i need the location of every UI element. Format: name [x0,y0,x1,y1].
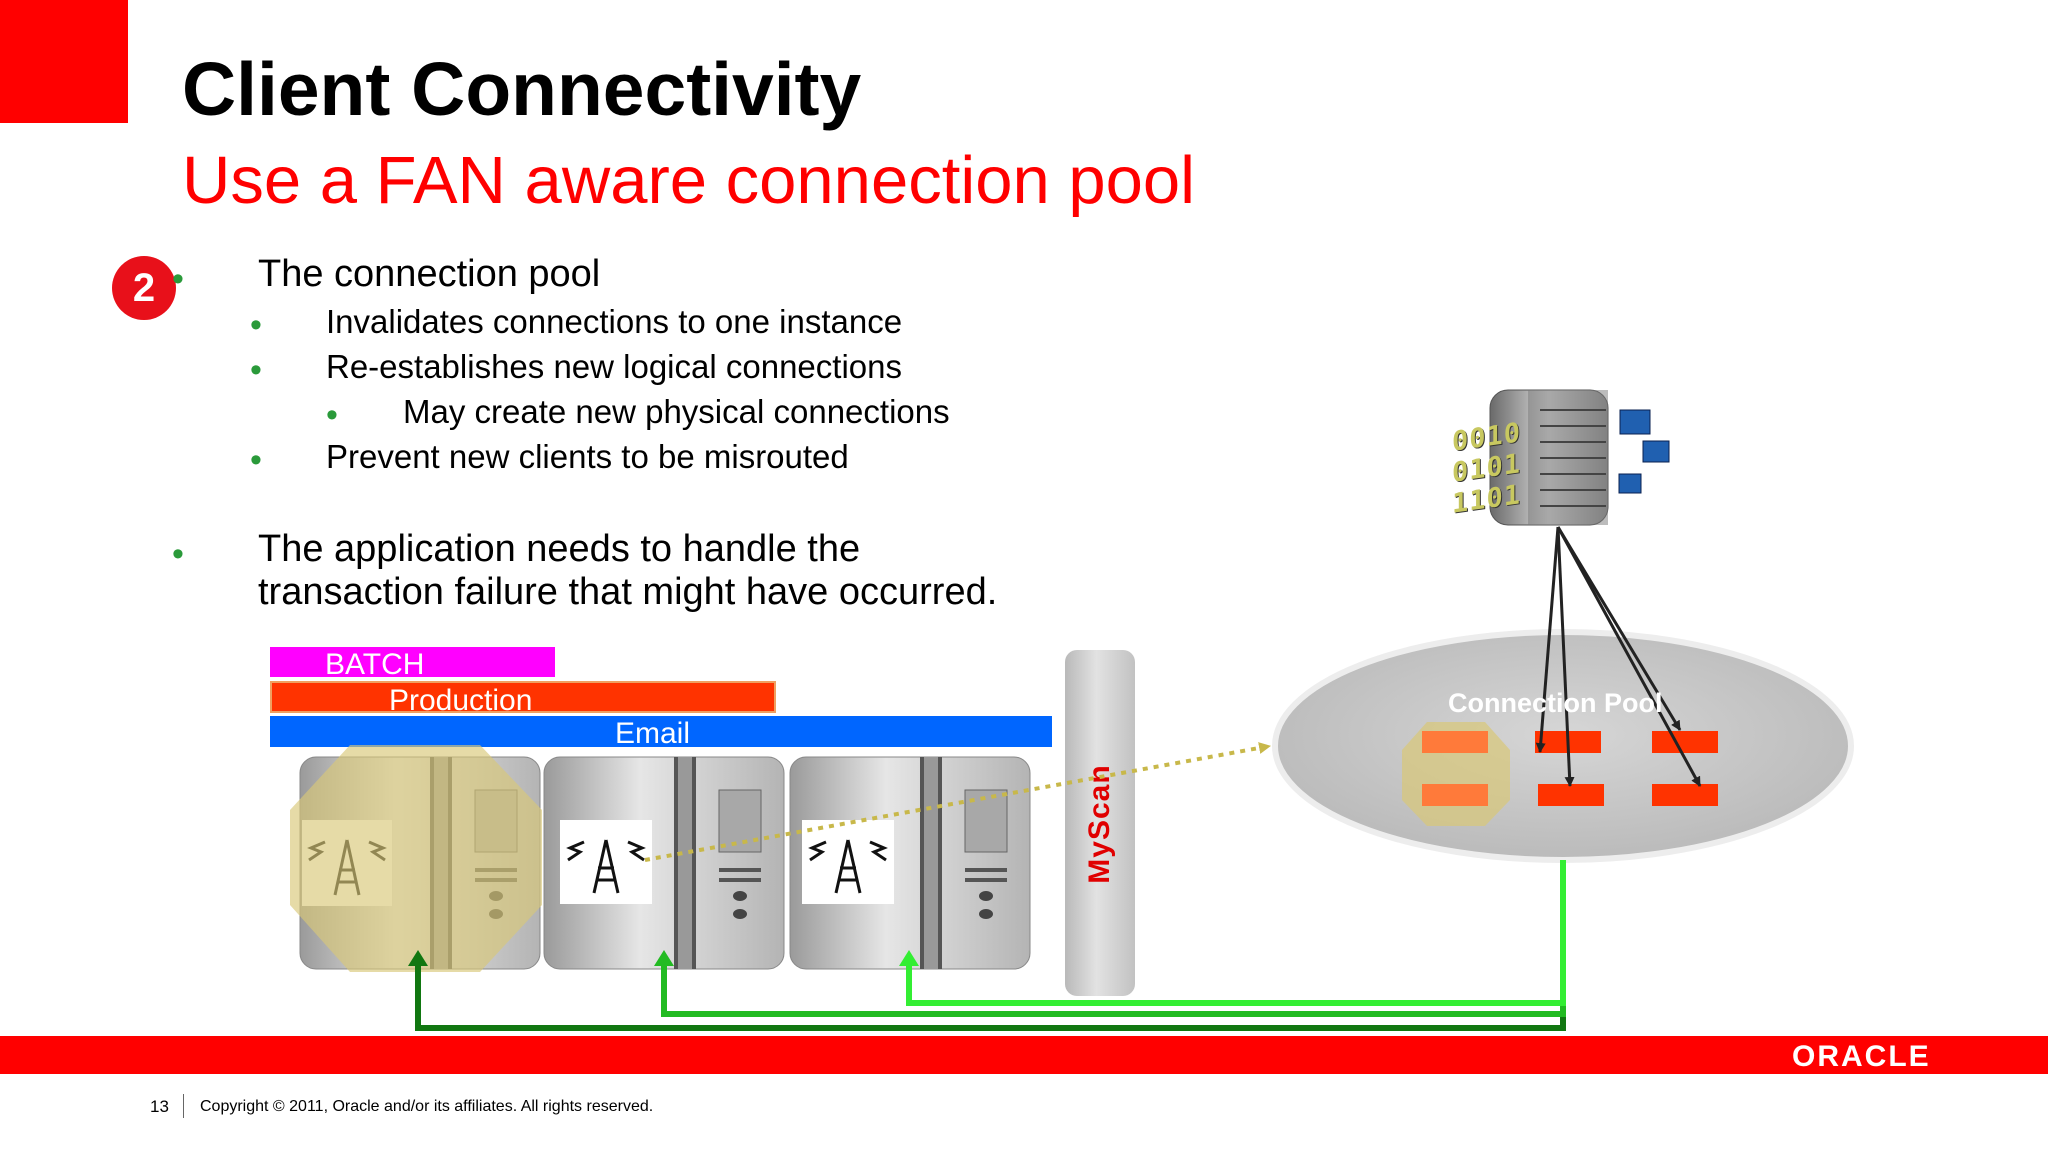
oracle-logo: ORACLE [1792,1040,1931,1073]
bullet-dot-icon: • [250,351,262,389]
bullet-physical-connections: May create new physical connections [403,393,950,430]
instance-server-2 [543,756,785,970]
connection-3 [1538,784,1604,806]
connection-2 [1652,731,1718,753]
link-instance-3 [906,860,1566,1006]
service-bar-batch: BATCH [270,647,555,681]
bullet-dot-icon: • [250,306,262,344]
service-bar-production: Production [270,681,776,717]
bullet-dot-icon: • [326,396,338,434]
scan-listener [1065,650,1135,996]
failed-instance-highlight [290,745,542,972]
step-badge: 2 [112,256,176,320]
slide-subtitle: Use a FAN aware connection pool [182,143,1196,218]
failed-connection-1 [1422,731,1488,753]
instance-server-3 [789,756,1031,970]
app-server-icon [1489,389,1670,526]
copyright-text: Copyright © 2011, Oracle and/or its affi… [200,1098,654,1115]
failed-connection-2 [1422,784,1488,806]
slide-title: Client Connectivity [182,47,862,131]
bullet-reestablishes: Re-establishes new logical connections [326,348,902,385]
bullet-application-line2: transaction failure that might have occu… [258,571,998,613]
service-bar-email: Email [270,716,1052,750]
brand-corner-block [0,0,128,123]
fan-event-arrow [644,742,1271,862]
bullet-dot-icon: • [172,535,184,573]
service-label-production: Production [389,684,533,717]
bullet-application-line1: The application needs to handle the [258,528,861,570]
bullet-dot-icon: • [250,441,262,479]
service-label-batch: BATCH [325,648,425,681]
page-number: 13 [150,1097,169,1116]
bullet-invalidates: Invalidates connections to one instance [326,303,903,340]
connection-pool-label: Connection Pool [1448,688,1663,718]
bullet-prevent-misrouted: Prevent new clients to be misrouted [326,438,849,475]
connection-4 [1652,784,1718,806]
footer-separator [183,1094,184,1118]
service-label-email: Email [615,717,691,750]
footer-bar [0,1036,2048,1074]
bullet-dot-icon: • [172,260,184,298]
bullet-connection-pool: The connection pool [258,253,601,295]
